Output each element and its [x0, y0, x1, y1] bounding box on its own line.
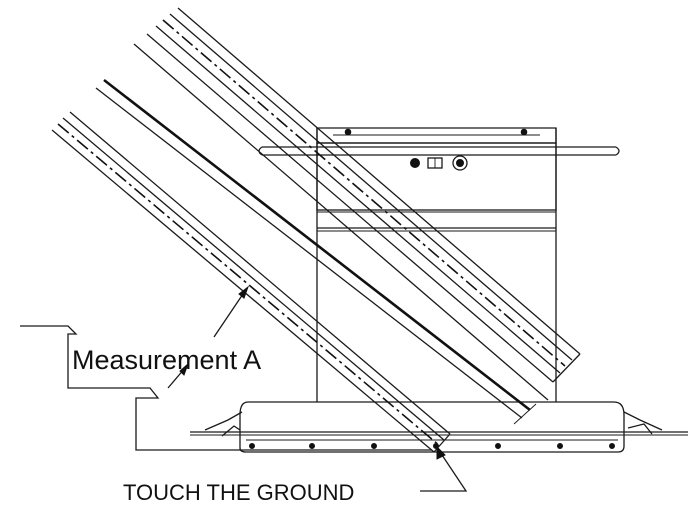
ground-note: TOUCH THE GROUND — [123, 480, 354, 505]
switch-icon — [427, 157, 443, 169]
ground-leader — [420, 445, 468, 492]
step-outline — [20, 325, 432, 451]
upper-rail — [95, 7, 581, 425]
measurement-arrows — [167, 285, 250, 389]
machine-body — [258, 127, 620, 402]
floor-base — [190, 401, 688, 453]
base-rivets — [249, 443, 615, 449]
lower-rail — [51, 111, 451, 453]
handle-bar — [258, 146, 620, 156]
dial-icon — [452, 155, 468, 171]
measurement-label: Measurement A — [72, 345, 261, 375]
control-knob-icon — [410, 158, 420, 168]
